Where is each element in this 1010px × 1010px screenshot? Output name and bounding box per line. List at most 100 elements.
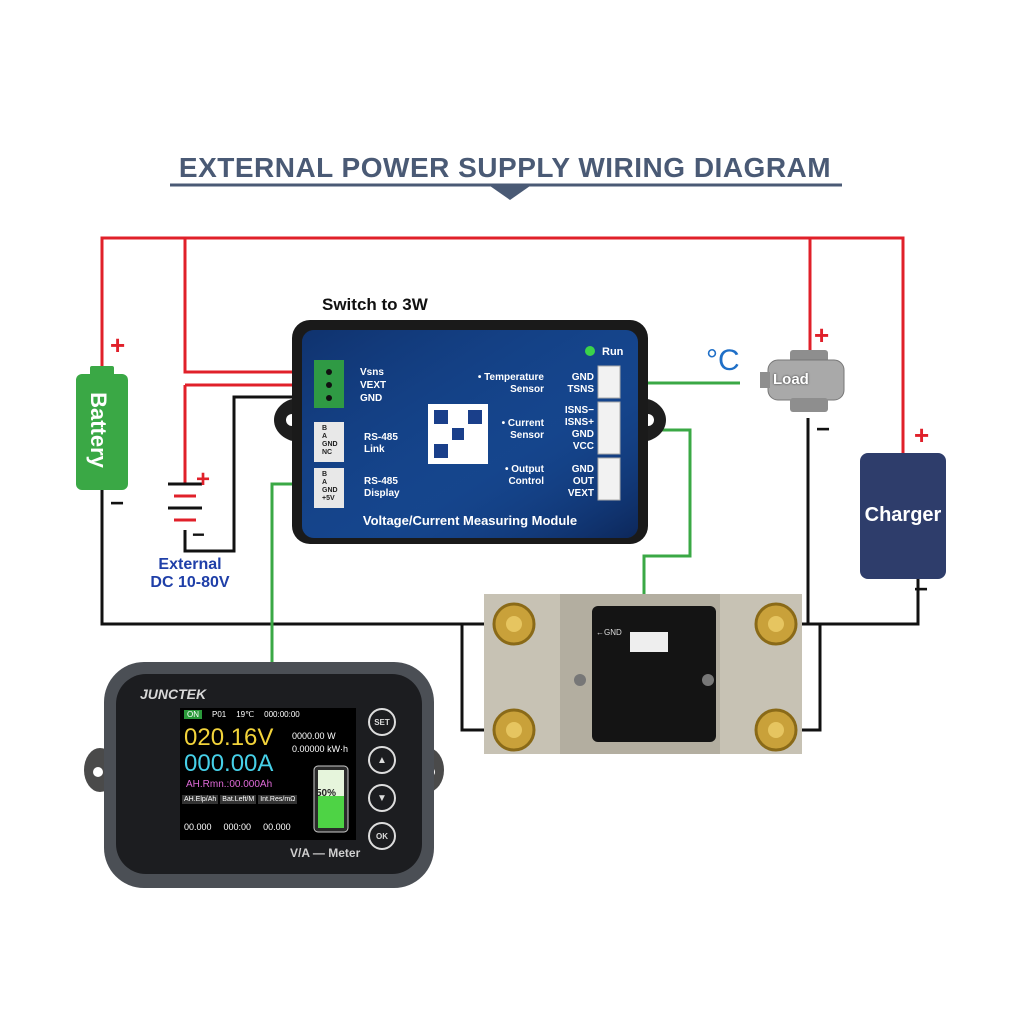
battery-label-wrap: Battery [70, 380, 126, 480]
display-pin-gnd: GND [322, 487, 338, 494]
cur-pin-isns-minus: ISNS− [564, 405, 594, 416]
rs485-display-line1: RS-485 [364, 476, 398, 487]
display-pin-5v: +5V [322, 495, 335, 502]
meter-brand: JUNCTEK [140, 686, 207, 702]
meter-temp: 19℃ [236, 710, 255, 719]
rs485-link-pins: B A GND NC [322, 425, 338, 457]
current-sensor-label: • Current Sensor [490, 418, 544, 442]
shunt [484, 594, 802, 754]
temperature-sensor-label: • Temperature Sensor [476, 372, 544, 396]
external-line1: External [158, 556, 222, 573]
rs485-link-label: RS-485 Link [364, 432, 398, 456]
link-pin-gnd: GND [322, 441, 338, 448]
meter-on-badge: ON [184, 710, 202, 719]
temp-sensor-line1: • Temperature [477, 372, 544, 383]
meter-current: 000.00A [184, 750, 274, 777]
battery-plus: + [110, 330, 126, 360]
charger-minus: − [914, 576, 929, 603]
meter-tab-int-res: Int.Res/mΩ [258, 795, 298, 804]
current-sensor-pins: ISNS− ISNS+ GND VCC [546, 405, 594, 453]
meter-power-energy: 0000.00 W 0.00000 kW·h [292, 730, 348, 756]
cur-pin-vcc: VCC [572, 441, 594, 452]
meter-value-bat-left: 000:00 [223, 822, 252, 832]
out-pin-vext: VEXT [567, 488, 594, 499]
meter-value-int-res: 00.000 [263, 822, 291, 832]
charger-body [860, 453, 946, 579]
charger-label: Charger [864, 503, 942, 526]
load-minus: − [816, 416, 831, 443]
rs485-link-line1: RS-485 [364, 432, 398, 443]
module-caption: Voltage/Current Measuring Module [362, 513, 578, 528]
temp-pin-gnd: GND [571, 372, 594, 383]
temp-sensor-line2: Sensor [510, 384, 544, 395]
load-label: Load [773, 371, 809, 388]
diagram-title: EXTERNAL POWER SUPPLY WIRING DIAGRAM [178, 152, 832, 183]
cur-pin-isns-plus: ISNS+ [564, 417, 594, 428]
module-left-pins: Vsns VEXT GND [360, 366, 386, 405]
pin-vsns: Vsns [360, 367, 384, 378]
meter-tab-values: 00.000 000:00 00.000 [184, 822, 291, 832]
meter-energy: 0.00000 [292, 744, 325, 754]
battery-label: Battery [86, 392, 111, 468]
meter-tab-bat-left: Bat.Left/M [220, 795, 257, 804]
meter-value-ah-elp: 00.000 [184, 822, 212, 832]
run-label: Run [602, 346, 624, 358]
pin-gnd: GND [360, 393, 383, 404]
external-minus: − [192, 522, 205, 547]
meter-side-buttons: SET ▲ ▼ OK [368, 708, 396, 850]
current-sensor-line1: • Current [501, 418, 544, 429]
output-control-label: • Output Control [490, 464, 544, 488]
meter-ok-button[interactable]: OK [368, 822, 396, 850]
external-plus: + [196, 466, 211, 493]
va-meter [84, 662, 444, 888]
cur-pin-gnd: GND [571, 429, 594, 440]
temp-pin-tsns: TSNS [567, 384, 594, 395]
external-line2: DC 10-80V [150, 574, 230, 591]
display-pin-b: B [322, 471, 328, 478]
output-control-line2: Control [508, 476, 544, 487]
out-pin-gnd: GND [571, 464, 594, 475]
meter-tab-ah-elp: AH.Elp/Ah [182, 795, 219, 804]
switch-note: Switch to 3W [322, 295, 428, 314]
meter-time: 000:00:00 [264, 710, 300, 719]
battery-minus: − [110, 490, 125, 517]
link-pin-a: A [322, 433, 328, 440]
meter-tabs: AH.Elp/Ah Bat.Left/M Int.Res/mΩ [182, 795, 298, 804]
battery-terminal [90, 366, 114, 376]
load-plus: + [814, 320, 830, 350]
rs485-display-line2: Display [364, 488, 400, 499]
charger-plus: + [914, 420, 930, 450]
meter-down-button[interactable]: ▼ [368, 784, 396, 812]
meter-energy-unit: kW·h [327, 744, 349, 754]
meter-program: P01 [212, 710, 227, 719]
meter-up-button[interactable]: ▲ [368, 746, 396, 774]
meter-status-bar: ON P01 19℃ 000:00:00 [184, 710, 300, 719]
meter-battery-percent: 50% [316, 788, 337, 799]
title-arrow [490, 186, 530, 200]
meter-voltage: 020.16V [184, 724, 274, 751]
rs485-display-pins: B A GND +5V [322, 471, 338, 503]
pin-vext: VEXT [360, 380, 387, 391]
temperature-sensor-pins: GND TSNS [554, 372, 594, 396]
rs485-display-label: RS-485 Display [364, 476, 400, 500]
meter-set-button[interactable]: SET [368, 708, 396, 736]
rs485-link-line2: Link [364, 444, 385, 455]
display-pin-a: A [322, 479, 328, 486]
shunt-gnd-label: ←GND [596, 628, 622, 637]
measuring-module [274, 320, 666, 544]
external-supply-label: External DC 10-80V [120, 556, 260, 592]
link-pin-nc: NC [322, 449, 333, 456]
output-control-line1: • Output [504, 464, 544, 475]
current-sensor-line2: Sensor [510, 430, 544, 441]
meter-power: 0000.00 [292, 731, 325, 741]
load-motor [760, 350, 845, 412]
battery-body [76, 374, 128, 490]
external-dc-source-symbol [168, 482, 202, 522]
output-control-pins: GND OUT VEXT [554, 464, 594, 500]
link-pin-b: B [322, 425, 328, 432]
run-led [585, 346, 595, 356]
temperature-symbol: °C [706, 344, 740, 377]
meter-power-unit: W [327, 731, 336, 741]
meter-ah-remaining: AH.Rmn.:00.000Ah [186, 779, 273, 790]
